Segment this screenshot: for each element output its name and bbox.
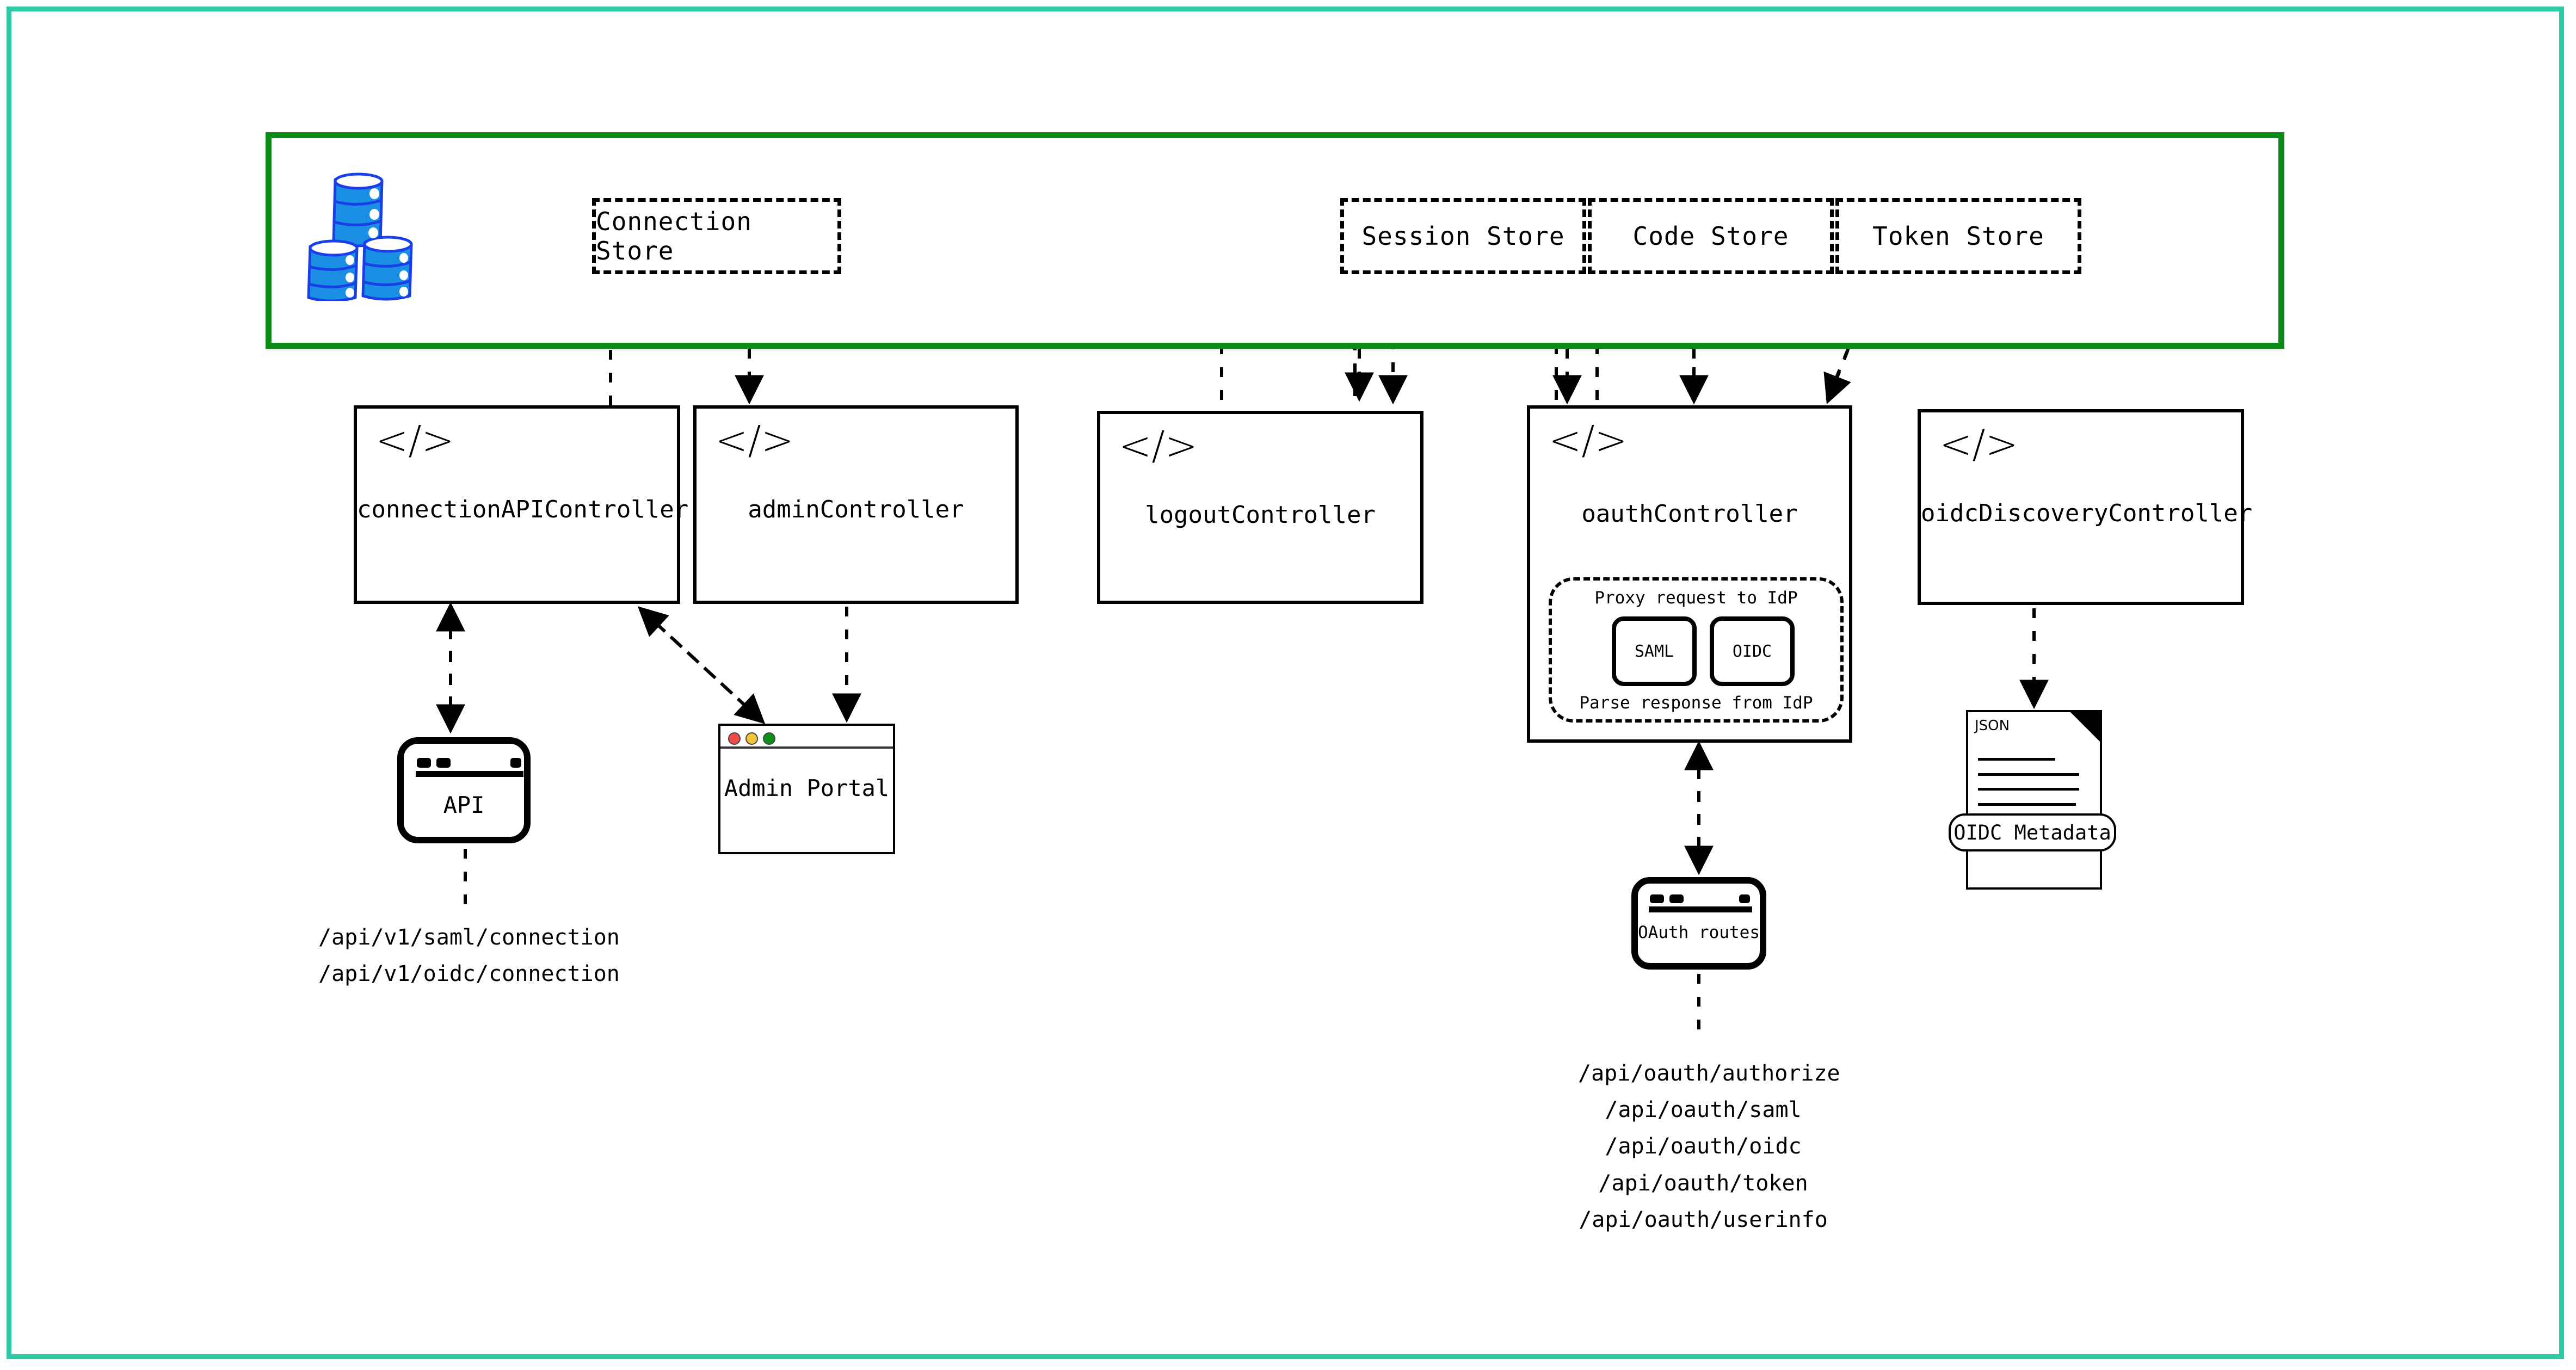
device-dot <box>510 758 521 768</box>
code-icon: </> <box>1939 421 2018 467</box>
controller-label: oidcDiscoveryController <box>1921 499 2253 527</box>
device-dot <box>436 758 451 768</box>
device-bar <box>1649 906 1752 912</box>
connection-api-paths: /api/v1/saml/connection /api/v1/oidc/con… <box>318 919 620 992</box>
document-text-line <box>1978 803 2076 806</box>
oauth-routes-label: OAuth routes <box>1638 923 1760 942</box>
traffic-light-close-icon[interactable] <box>728 732 741 745</box>
window-titlebar <box>720 726 893 749</box>
controller-label: oauthController <box>1581 500 1798 528</box>
controller-oauthcontroller[interactable]: </> oauthController Proxy request to IdP… <box>1527 405 1852 743</box>
idp-chip-saml[interactable]: SAML <box>1612 616 1697 686</box>
device-bar <box>416 771 523 777</box>
code-icon: </> <box>1119 423 1198 468</box>
store-session[interactable]: Session Store <box>1340 198 1586 274</box>
device-dot <box>1669 894 1684 903</box>
controller-label: logoutController <box>1145 501 1376 529</box>
admin-portal-label: Admin Portal <box>724 775 890 801</box>
path-item: /api/oauth/token <box>1598 1170 1808 1196</box>
traffic-light-minimize-icon[interactable] <box>745 732 758 745</box>
idp-proxy-region: Proxy request to IdP SAML OIDC Parse res… <box>1549 577 1844 723</box>
code-icon: </> <box>375 417 454 463</box>
store-connection[interactable]: Connection Store <box>592 198 841 274</box>
admin-portal-window[interactable]: Admin Portal <box>718 724 895 854</box>
json-badge-label: JSON <box>1975 718 2010 734</box>
document-text-line <box>1978 773 2079 776</box>
oidc-metadata-document-icon[interactable]: JSON OIDC Metadata <box>1949 710 2116 890</box>
controller-logoutcontroller[interactable]: </> logoutController <box>1097 411 1423 604</box>
controller-connectionapicontroller[interactable]: </> connectionAPIController <box>354 405 689 604</box>
controller-admincontroller[interactable]: </> adminController <box>693 405 1019 604</box>
path-item: /api/oauth/oidc <box>1605 1134 1802 1159</box>
device-dot <box>1739 894 1750 903</box>
device-dot <box>417 758 431 768</box>
device-dot <box>1650 894 1664 903</box>
document-text-line <box>1978 788 2079 791</box>
document-text-line <box>1978 758 2055 761</box>
api-device-icon[interactable]: API <box>397 737 531 843</box>
controller-label: connectionAPIController <box>357 496 689 523</box>
oauth-route-paths: /api/oauth/authorize /api/oauth/saml /ap… <box>1578 1056 1840 1238</box>
code-icon: </> <box>1549 417 1628 463</box>
path-item: /api/v1/oidc/connection <box>318 961 620 987</box>
path-item: /api/oauth/userinfo <box>1579 1207 1828 1232</box>
store-token[interactable]: Token Store <box>1835 198 2081 274</box>
code-icon: </> <box>715 417 794 463</box>
outer-frame <box>7 7 2564 1359</box>
idp-proxy-request-label: Proxy request to IdP <box>1594 588 1798 608</box>
path-item: /api/oauth/authorize <box>1578 1061 1840 1086</box>
document-fold-corner-icon <box>2068 710 2102 744</box>
controller-label: adminController <box>748 496 964 523</box>
path-item: /api/oauth/saml <box>1605 1097 1802 1123</box>
idp-chip-oidc[interactable]: OIDC <box>1710 616 1795 686</box>
api-label: API <box>443 792 485 818</box>
traffic-light-maximize-icon[interactable] <box>763 732 775 745</box>
controller-oidcdiscoverycontroller[interactable]: </> oidcDiscoveryController <box>1918 409 2253 605</box>
database-cylinders-icon <box>305 168 441 303</box>
idp-parse-response-label: Parse response from IdP <box>1579 693 1813 713</box>
store-code[interactable]: Code Store <box>1588 198 1834 274</box>
path-item: /api/v1/saml/connection <box>318 925 620 950</box>
oauth-routes-device-icon[interactable]: OAuth routes <box>1631 877 1766 970</box>
oidc-metadata-label: OIDC Metadata <box>1949 813 2116 851</box>
